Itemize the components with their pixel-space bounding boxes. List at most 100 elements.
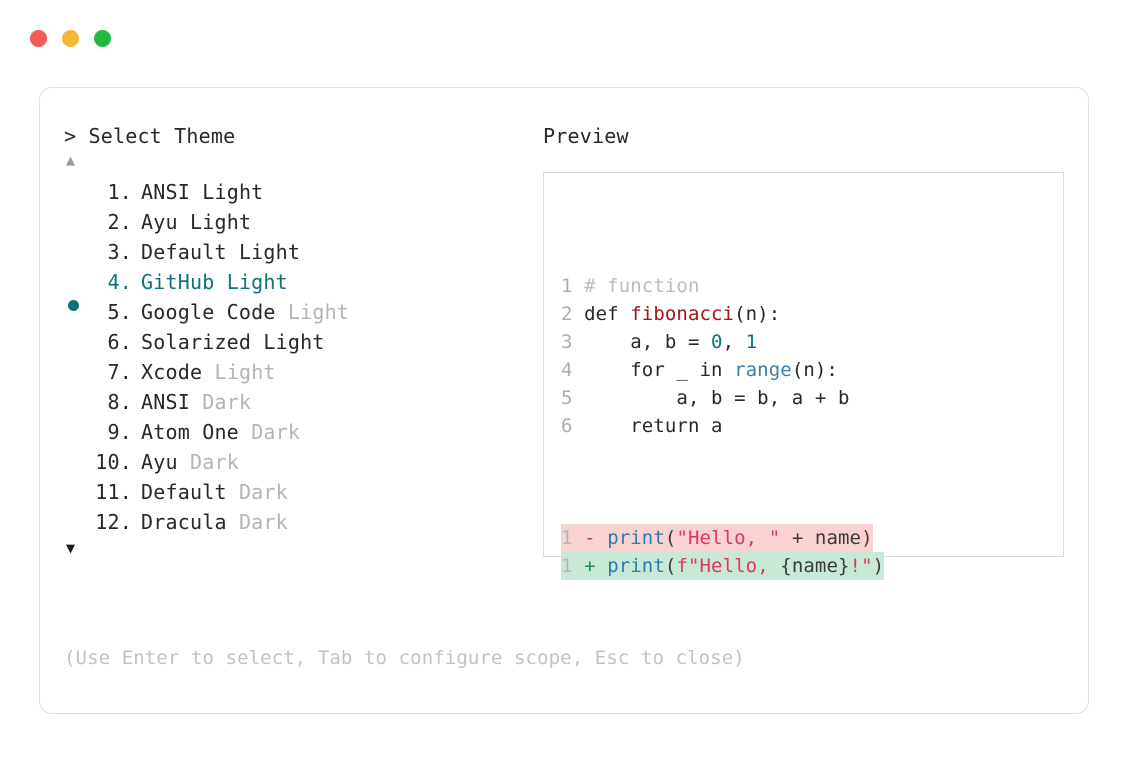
diff-line-number: 1 bbox=[561, 555, 573, 577]
diff-sign: - bbox=[584, 527, 596, 549]
theme-list-item[interactable]: 2.Ayu Light bbox=[64, 207, 514, 237]
diff-token: !" bbox=[849, 555, 873, 577]
diff-token: {name} bbox=[780, 555, 850, 577]
theme-item-spacer bbox=[227, 237, 239, 267]
theme-list-item[interactable]: 1.ANSI Light bbox=[64, 177, 514, 207]
theme-list-item[interactable]: 9. Atom One Dark bbox=[64, 417, 514, 447]
code-token: return a bbox=[584, 415, 723, 437]
theme-item-variant: Dark bbox=[189, 450, 239, 474]
theme-list-item[interactable]: 6. Solarized Light bbox=[64, 327, 514, 357]
theme-list-item[interactable]: 5.Google Code Light bbox=[64, 297, 514, 327]
theme-item-spacer bbox=[202, 357, 214, 387]
code-gutter-gap bbox=[573, 331, 585, 353]
scroll-down-icon[interactable]: ▼ bbox=[66, 539, 76, 557]
theme-item-index: 10. bbox=[95, 450, 132, 474]
diff-lines: 1 - print("Hello, " + name)1 + print(f"H… bbox=[561, 524, 1061, 580]
code-token: def bbox=[584, 303, 631, 325]
theme-item-index: 7. bbox=[95, 360, 132, 384]
code-line-number: 2 bbox=[561, 303, 573, 325]
theme-select-panel: > Select Theme ▲ 1.ANSI Light 2. Ayu Ligh… bbox=[64, 123, 514, 559]
code-gutter-gap bbox=[573, 275, 585, 297]
code-token: a, b = b, a + b bbox=[584, 387, 850, 409]
theme-item-name: Google Code bbox=[141, 300, 276, 324]
code-line-number: 1 bbox=[561, 275, 573, 297]
code-gutter-gap bbox=[573, 387, 585, 409]
theme-item-variant: Dark bbox=[238, 480, 288, 504]
theme-item-index: 6. bbox=[95, 330, 132, 354]
theme-item-name: ANSI bbox=[141, 390, 190, 414]
theme-list-item[interactable]: 8.ANSI Dark bbox=[64, 387, 514, 417]
theme-list-item[interactable]: 12.Dracula Dark bbox=[64, 507, 514, 537]
diff-line-plus: 1 + print(f"Hello, {name}!") bbox=[561, 552, 885, 580]
code-line-number: 6 bbox=[561, 415, 573, 437]
code-line: 1 # function bbox=[561, 272, 1061, 300]
diff-token: ) bbox=[872, 555, 885, 577]
theme-item-variant: Light bbox=[238, 240, 301, 264]
page-title: > Select Theme bbox=[64, 124, 236, 148]
theme-list-item[interactable]: 10. Ayu Dark bbox=[64, 447, 514, 477]
theme-list-item[interactable]: 3.Default Light bbox=[64, 237, 514, 267]
code-line: 4 for _ in range(n): bbox=[561, 356, 1061, 384]
theme-item-variant: Light bbox=[226, 270, 288, 294]
theme-item-name: Xcode bbox=[141, 360, 203, 384]
theme-list: 1.ANSI Light 2. Ayu Light 3.Default Light… bbox=[64, 177, 514, 537]
window-titlebar bbox=[30, 30, 111, 47]
code-gutter-gap bbox=[573, 303, 585, 325]
keyboard-hint: (Use Enter to select, Tab to configure s… bbox=[64, 647, 745, 669]
theme-list-item[interactable]: 7.Xcode Light bbox=[64, 357, 514, 387]
theme-item-spacer bbox=[214, 267, 226, 297]
theme-item-name: Default bbox=[141, 240, 227, 264]
diff-line-number: 1 bbox=[561, 527, 573, 549]
diff-sign-gap bbox=[596, 555, 608, 577]
code-line: 5 a, b = b, a + b bbox=[561, 384, 1061, 412]
theme-item-name: ANSI bbox=[141, 180, 190, 204]
minimize-dot[interactable] bbox=[62, 30, 79, 47]
theme-item-index: 4. bbox=[95, 270, 132, 294]
code-token: fibonacci bbox=[630, 303, 735, 325]
code-line: 2 def fibonacci(n): bbox=[561, 300, 1061, 328]
theme-item-spacer bbox=[178, 447, 190, 477]
code-line: 6 return a bbox=[561, 412, 1061, 440]
theme-item-spacer bbox=[178, 207, 190, 237]
code-token: range bbox=[734, 359, 792, 381]
theme-item-index: 2. bbox=[95, 210, 132, 234]
theme-item-variant: Dark bbox=[251, 420, 301, 444]
diff-token: ( bbox=[664, 555, 677, 577]
code-token: a, b = bbox=[584, 331, 712, 353]
theme-item-variant: Light bbox=[263, 330, 325, 354]
diff-token: ( bbox=[664, 527, 677, 549]
code-line-number: 4 bbox=[561, 359, 573, 381]
preview-label: Preview bbox=[543, 124, 629, 148]
diff-token: print bbox=[607, 555, 665, 577]
maximize-dot[interactable] bbox=[94, 30, 111, 47]
code-token: , bbox=[722, 331, 746, 353]
theme-item-variant: Dark bbox=[202, 390, 252, 414]
theme-item-name: Solarized bbox=[141, 330, 252, 354]
selected-bullet-icon bbox=[68, 300, 79, 311]
close-dot[interactable] bbox=[30, 30, 47, 47]
theme-picker-card: > Select Theme ▲ 1.ANSI Light 2. Ayu Ligh… bbox=[39, 87, 1089, 714]
theme-item-variant: Light bbox=[287, 300, 350, 324]
code-gutter-gap bbox=[573, 415, 585, 437]
diff-token: print bbox=[607, 527, 665, 549]
theme-item-spacer bbox=[251, 327, 263, 357]
theme-list-item[interactable]: 11.Default Dark bbox=[64, 477, 514, 507]
theme-item-variant: Dark bbox=[238, 510, 288, 534]
scroll-up-icon[interactable]: ▲ bbox=[66, 151, 76, 169]
theme-item-spacer bbox=[227, 507, 239, 537]
theme-item-spacer bbox=[239, 417, 251, 447]
theme-item-name: Ayu bbox=[141, 450, 178, 474]
theme-item-name: Default bbox=[141, 480, 227, 504]
code-token: 0 bbox=[711, 331, 723, 353]
theme-item-index: 12. bbox=[95, 510, 132, 534]
theme-item-name: Ayu bbox=[141, 210, 178, 234]
code-gutter-gap bbox=[573, 359, 585, 381]
theme-list-item[interactable]: 4. GitHub Light bbox=[64, 267, 514, 311]
code-line: 3 a, b = 0, 1 bbox=[561, 328, 1061, 356]
code-token: (n): bbox=[791, 359, 838, 381]
code-token: # function bbox=[584, 275, 700, 297]
theme-item-name: Atom One bbox=[141, 420, 239, 444]
theme-item-index: 9. bbox=[95, 420, 132, 444]
theme-item-name: GitHub bbox=[141, 270, 215, 294]
